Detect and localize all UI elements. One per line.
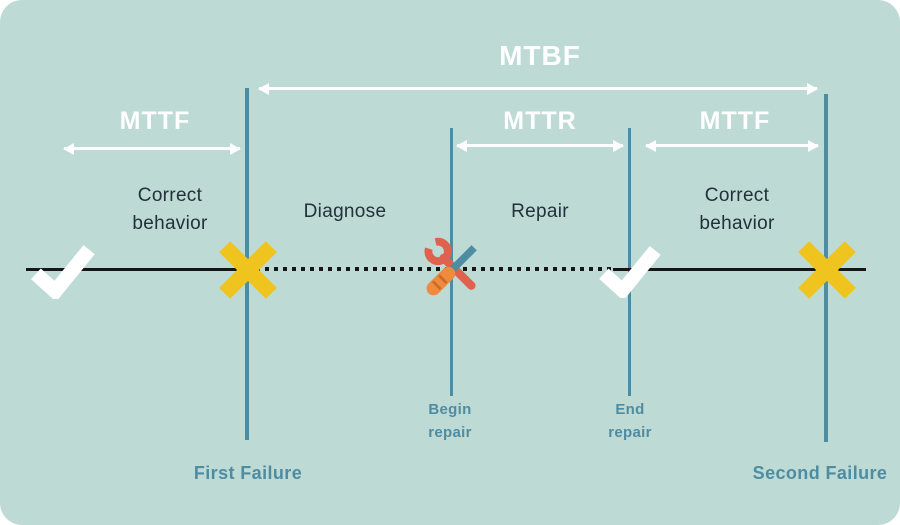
x-icon xyxy=(214,236,282,304)
correct-behavior-left-label: Correct behavior xyxy=(132,185,208,234)
timeline-dotted xyxy=(247,267,613,271)
mttf-right-arrow xyxy=(646,144,818,147)
timeline-solid-left xyxy=(26,268,247,271)
mttf-left-arrow xyxy=(64,147,240,150)
wrench-screwdriver-icon xyxy=(415,232,489,306)
mtbf-label: MTBF xyxy=(499,40,581,71)
second-failure-label: Second Failure xyxy=(752,463,888,483)
check-icon xyxy=(597,242,663,298)
diagnose-label: Diagnose xyxy=(303,201,387,222)
mttr-arrow xyxy=(457,144,623,147)
mttf-left-label: MTTF xyxy=(119,107,191,135)
timeline-solid-right xyxy=(613,268,866,271)
end-repair-label: End repair xyxy=(608,401,652,441)
correct-behavior-right-label: Correct behavior xyxy=(699,185,775,234)
first-failure-label: First Failure xyxy=(193,463,303,483)
mttf-right-label: MTTF xyxy=(699,107,771,135)
mtbf-arrow xyxy=(259,87,817,90)
x-icon xyxy=(793,236,861,304)
mttr-label: MTTR xyxy=(503,107,577,135)
begin-repair-label: Begin repair xyxy=(428,401,472,441)
end-repair-line xyxy=(628,128,631,396)
repair-label: Repair xyxy=(511,201,569,222)
check-icon xyxy=(29,241,97,299)
